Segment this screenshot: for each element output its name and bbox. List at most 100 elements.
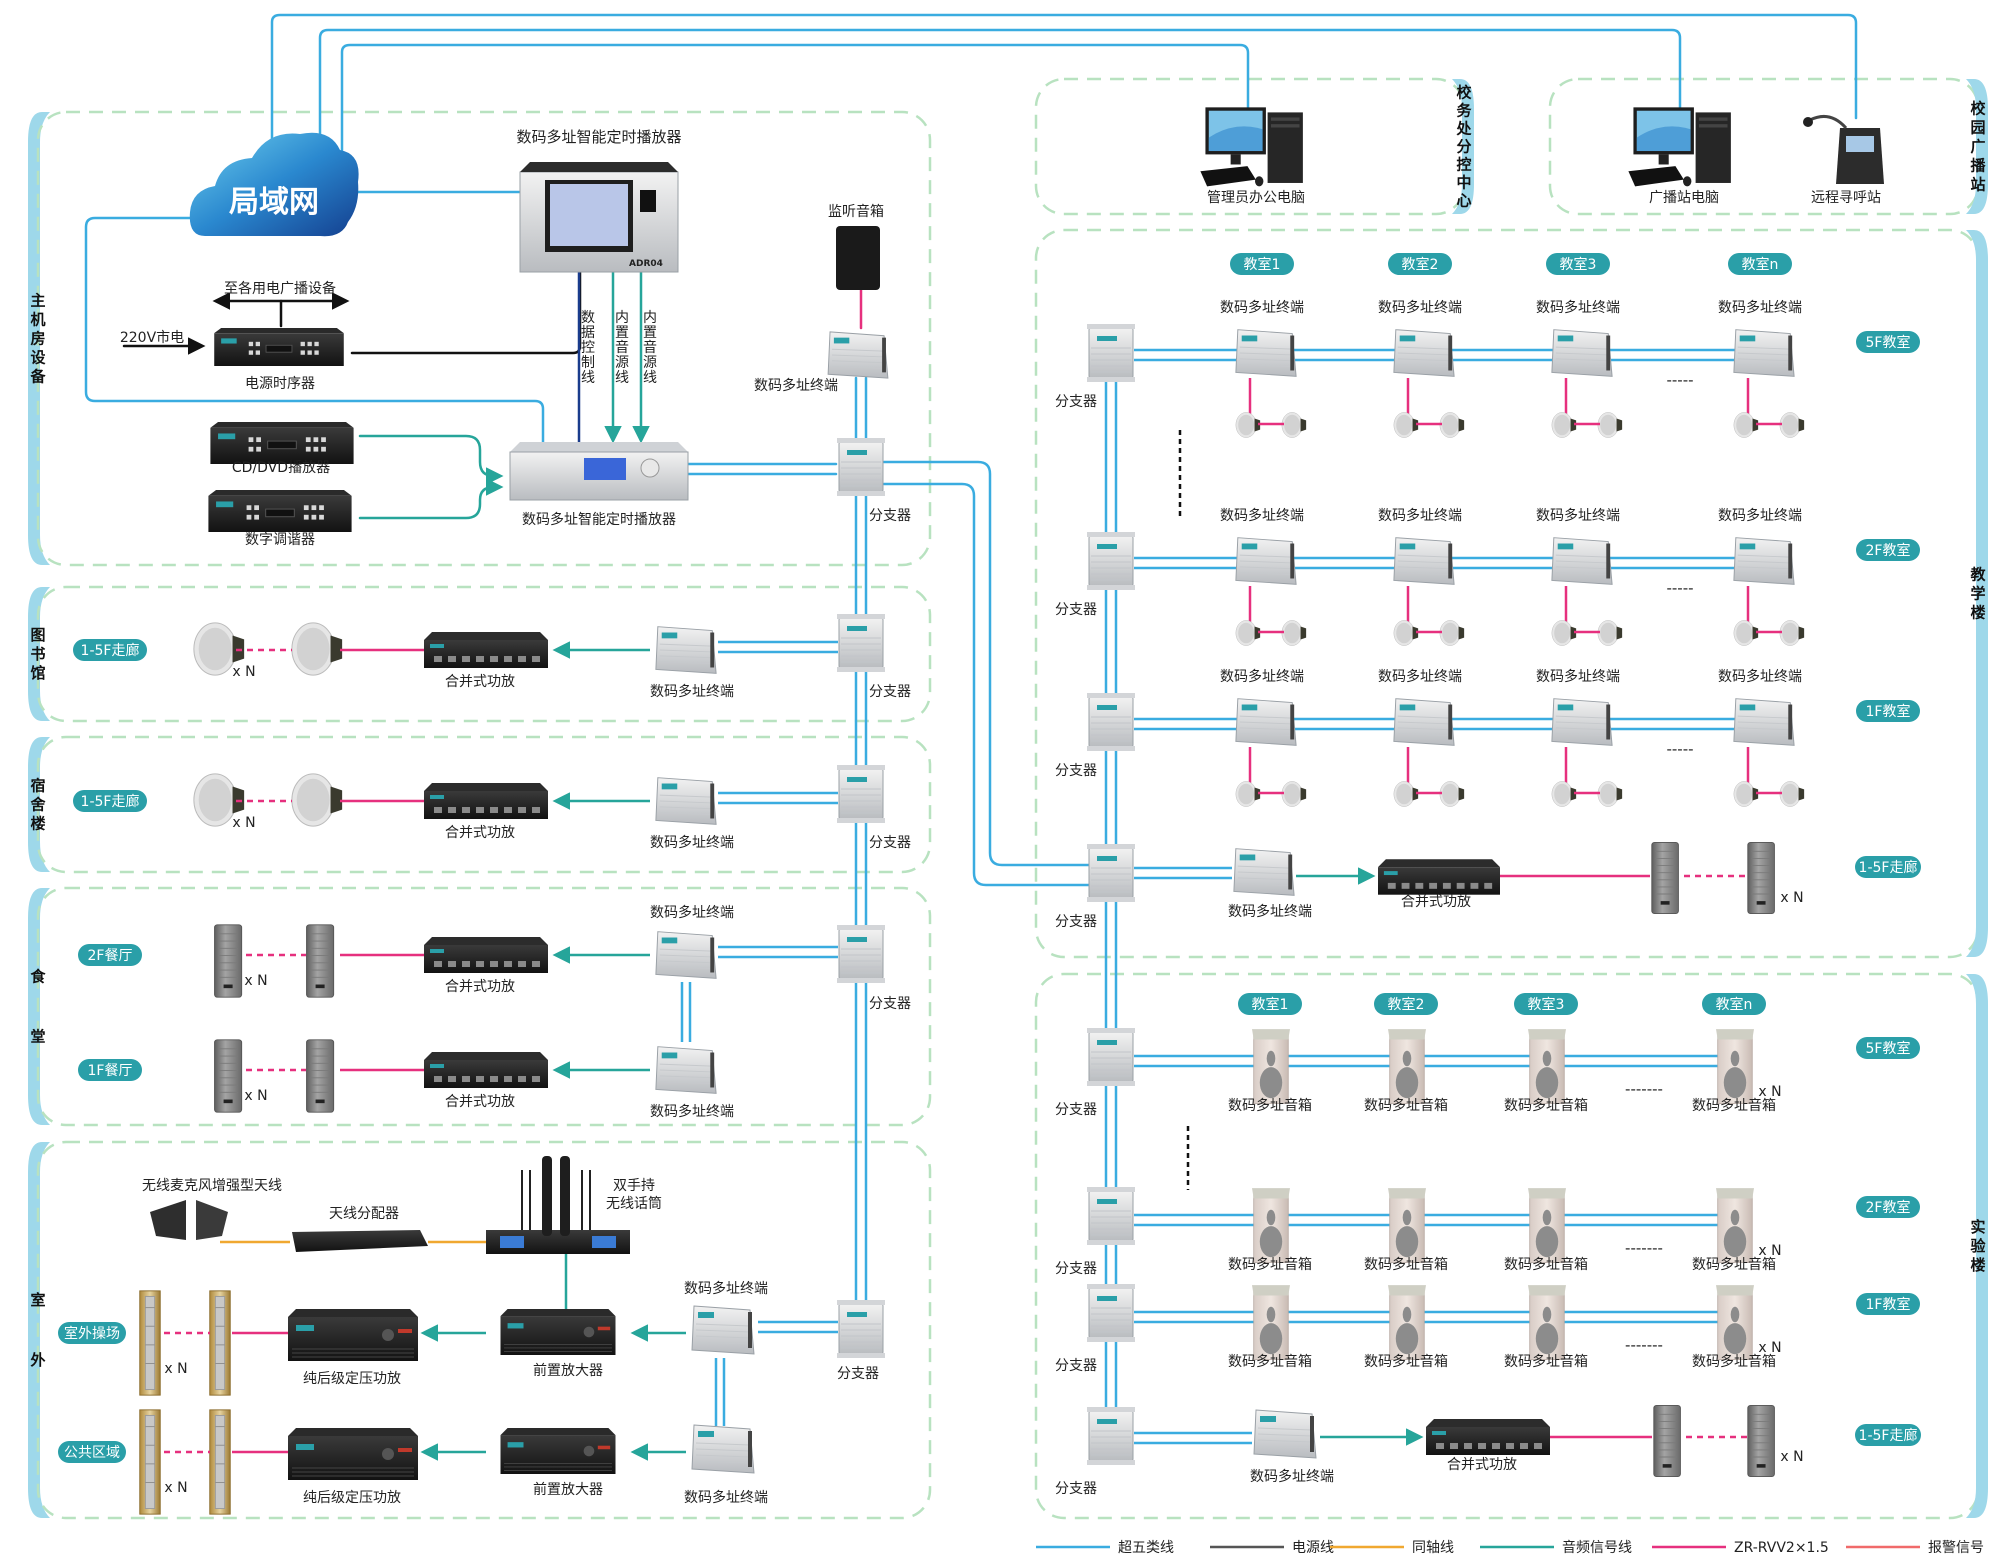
teaching-floor-2-speaker-b-0 [1281, 781, 1307, 807]
lab-floor-1-speaker-1 [1388, 1187, 1426, 1263]
outdoor-row-0-terminal-label: 数码多址终端 [684, 1280, 768, 1297]
teaching-floor-2-pill-text: 1F教室 [1866, 703, 1911, 720]
monitor-terminal [827, 331, 889, 379]
pager-gooseneck [1809, 114, 1848, 130]
top-player-model: ADR04 [629, 259, 663, 269]
outdoor-row-1-pill-text: 公共区域 [64, 1445, 120, 1461]
zone-outdoor-label-char: 外 [29, 1351, 45, 1369]
zone-office-center-bar [1452, 79, 1474, 214]
teaching-corridor-splitter [1087, 844, 1135, 902]
outdoor-row-0-pill-text: 室外操场 [64, 1325, 120, 1342]
canteen-row-0-terminal [655, 931, 717, 979]
library-pill-text: 1-5F走廊 [81, 642, 140, 659]
lab-floor-1-pill-bg [1856, 1196, 1920, 1218]
dynamic-layer: 局域网数码多址智能定时播放器ADR04数据控制线内置音源线内置音源线电源时序器至… [58, 107, 1984, 1556]
zone-office-center-label-char: 分 [1456, 138, 1471, 156]
lab-floor-0-speaker-2 [1528, 1028, 1566, 1104]
teaching-floor-2-terminal-2 [1551, 698, 1613, 746]
pager-label: 远程寻呼站 [1811, 190, 1881, 206]
zone-office-center-label-char: 校 [1456, 84, 1472, 102]
lab-floor-1-speaker-label-3: 数码多址音箱 [1692, 1256, 1776, 1273]
lab-floor-2-splitter [1087, 1284, 1135, 1342]
outdoor-row-0-column-a [139, 1290, 161, 1396]
teaching-room-pill-0-text: 教室1 [1244, 256, 1281, 273]
dorm-amp [424, 783, 548, 819]
dorm-pill-bg [73, 790, 147, 812]
canteen-row-1-pill-bg [78, 1059, 142, 1081]
canteen-splitter [837, 925, 885, 983]
teaching-floor-0-pill: 5F教室 [1856, 331, 1920, 353]
trunk-to-right-b [882, 482, 1096, 887]
power-cable-player [350, 266, 582, 355]
canteen-row-1-pill-text: 1F餐厅 [88, 1063, 133, 1079]
dorm-xn: x N [232, 815, 255, 831]
teaching-floor-0-speaker-a-1 [1393, 412, 1419, 438]
top-player-label: 数码多址智能定时播放器 [516, 128, 681, 146]
lan-cable-pager [270, 13, 1858, 152]
outdoor-row-0-pre-label: 前置放大器 [533, 1362, 603, 1379]
teaching-corridor-terminal-label: 数码多址终端 [1228, 903, 1312, 920]
zone-library-label-char: 图 [30, 626, 45, 644]
zone-broadcast-station-frame [1548, 77, 1980, 216]
lan-cable-broadcast-pc [318, 28, 1682, 152]
legend-label-5: 报警信号 [1928, 1540, 1984, 1556]
teaching-floor-1-ellipsis: ----- [1666, 579, 1693, 597]
zone-dorm: 宿舍楼 [28, 735, 932, 874]
zone-teaching-frame [1034, 228, 1980, 959]
teaching-floor-1-terminal-0 [1235, 537, 1297, 585]
outdoor-row-0-column-b [209, 1290, 231, 1396]
zone-teaching-bar [1966, 230, 1988, 957]
teaching-floor-2-speaker-a-1 [1393, 781, 1419, 807]
zone-library: 图书馆 [28, 585, 932, 723]
dorm-terminal [655, 777, 717, 825]
teaching-room-pill-3: 教室n [1728, 253, 1792, 275]
teaching-floor-0-ellipsis: ----- [1666, 371, 1693, 389]
teaching-floor-0-terminal-0 [1235, 329, 1297, 377]
teaching-room-pill-1-text: 教室2 [1402, 256, 1439, 273]
zone-lab-bar [1966, 974, 1988, 1518]
teaching-floor-1-speaker-b-1 [1439, 620, 1465, 646]
teaching-floor-2-terminal-3 [1733, 698, 1795, 746]
pager-screen [1846, 136, 1874, 152]
teaching-corridor-pill-text: 1-5F走廊 [1859, 859, 1918, 876]
zone-library-label-char: 书 [30, 645, 45, 663]
lab-room-pill-0-bg [1238, 993, 1302, 1015]
canteen-row-1-amp-label: 合并式功放 [445, 1094, 515, 1110]
outdoor-row-1-pill: 公共区域 [58, 1441, 126, 1463]
outdoor-row-1-pre-label: 前置放大器 [533, 1481, 603, 1498]
power-sequencer [213, 328, 345, 366]
teaching-floor-0-splitter-label: 分支器 [1055, 394, 1097, 410]
canteen-row-0-terminal-label: 数码多址终端 [650, 904, 734, 921]
lab-corridor-speaker-b [1747, 1404, 1775, 1478]
lab-corridor-splitter-label: 分支器 [1055, 1481, 1097, 1497]
zone-teaching: 教学楼 [1034, 228, 1988, 959]
lab-corridor-xn: x N [1780, 1449, 1803, 1465]
teaching-floor-2-terminal-label-2: 数码多址终端 [1536, 668, 1620, 685]
teaching-floor-0-pill-text: 5F教室 [1866, 334, 1911, 351]
admin-office-pc [1200, 107, 1303, 187]
canteen-row-1-terminal-label: 数码多址终端 [650, 1103, 734, 1120]
lab-floor-1-speaker-0 [1252, 1187, 1290, 1263]
lab-room-pill-1: 教室2 [1374, 993, 1438, 1015]
zone-main-room-label-char: 主 [30, 292, 45, 310]
remote-paging-station [1803, 114, 1884, 184]
outdoor-row-0-amp-label: 纯后级定压功放 [303, 1371, 401, 1387]
dorm-splitter-label: 分支器 [869, 835, 911, 851]
dorm-terminal-label: 数码多址终端 [650, 834, 734, 851]
lab-floor-0-speaker-label-0: 数码多址音箱 [1228, 1097, 1312, 1114]
library-speaker-b [291, 622, 343, 676]
broadcast-pc [1628, 107, 1731, 187]
legend-label-1: 电源线 [1292, 1540, 1334, 1556]
lab-floor-1-speaker-2 [1528, 1187, 1566, 1263]
library-xn: x N [232, 664, 255, 680]
teaching-floor-0-terminal-label-1: 数码多址终端 [1378, 299, 1462, 316]
top-player-top [520, 162, 678, 172]
lab-floor-0-speaker-label-2: 数码多址音箱 [1504, 1097, 1588, 1114]
canteen-row-0-xn: x N [244, 973, 267, 989]
outdoor-row-0-preamp [499, 1309, 617, 1355]
teaching-floor-0-splitter [1087, 324, 1135, 382]
pager-mic-head [1803, 117, 1813, 127]
